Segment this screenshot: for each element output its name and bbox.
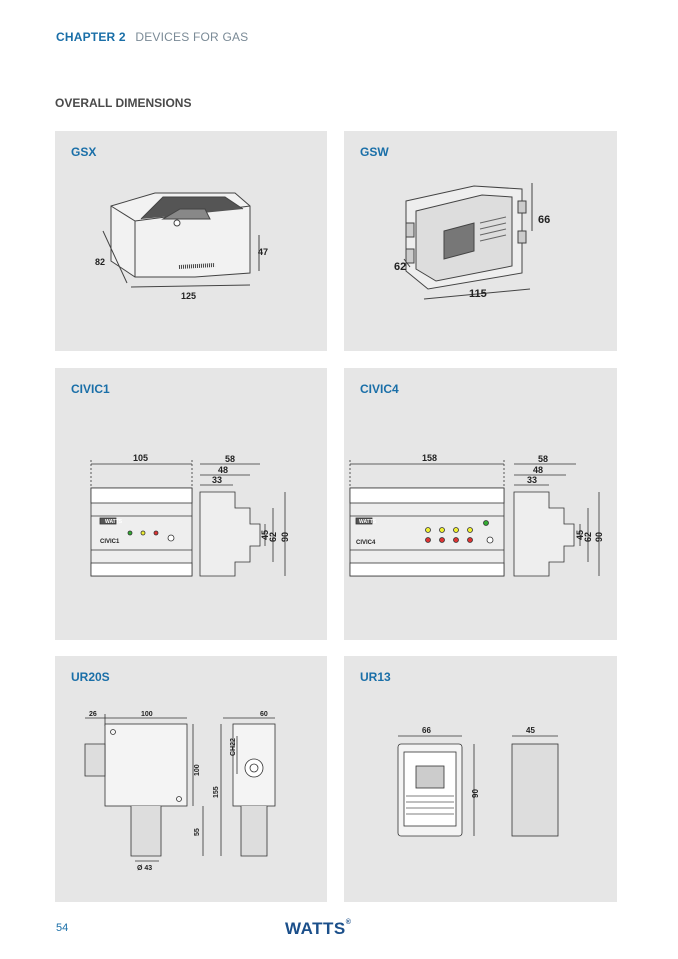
civic4-dim-58: 58 — [538, 454, 548, 464]
ur20s-dim-100-height: 100 — [194, 764, 201, 776]
ur20s-dim-ch22: CH22 — [230, 738, 237, 756]
panel-gsw: GSW 66 62 115 — [344, 131, 617, 351]
gsx-dim-width: 125 — [181, 291, 196, 301]
ur20s-dim-diameter: Ø 43 — [137, 865, 152, 872]
civic1-dim-33: 33 — [212, 475, 222, 485]
gsx-dim-height: 47 — [258, 247, 268, 257]
ur20s-dim-60: 60 — [260, 711, 268, 718]
panel-title-gsw: GSW — [360, 145, 389, 159]
panel-ur20s: UR20S 26 100 60 100 CH22 155 55 Ø 43 — [55, 656, 327, 902]
gsw-dim-width: 115 — [469, 288, 487, 300]
ur13-dim-depth: 45 — [526, 726, 535, 735]
panel-title-gsx: GSX — [71, 145, 97, 159]
civic1-brand: WATTS — [105, 519, 123, 525]
panel-civic4: CIVIC4 158 58 48 33 45 — [344, 368, 617, 640]
gsx-drawing: 82 47 125 — [95, 192, 268, 301]
ur20s-dim-55: 55 — [194, 828, 201, 836]
gsw-dim-depth: 62 — [394, 261, 406, 273]
civic4-dim-90: 90 — [594, 532, 604, 542]
gsw-dim-height: 66 — [538, 214, 550, 226]
civic4-dim-62: 62 — [583, 532, 593, 542]
ur20s-drawing: 26 100 60 100 CH22 155 55 Ø 43 — [84, 711, 276, 872]
civic1-dim-45: 45 — [260, 530, 270, 540]
civic4-device-label: CIVIC4 — [356, 540, 376, 546]
logo-text: WATTS — [285, 919, 346, 938]
civic4-dim-48: 48 — [533, 465, 543, 475]
chapter-label: CHAPTER 2 — [56, 30, 126, 44]
gsx-dim-depth: 82 — [95, 257, 105, 267]
panel-civic1: CIVIC1 105 58 48 33 45 62 90 — [55, 368, 327, 640]
section-title: OVERALL DIMENSIONS — [55, 96, 192, 110]
civic4-dim-width: 158 — [422, 453, 437, 463]
panel-title-civic4: CIVIC4 — [360, 382, 399, 396]
civic4-dim-45: 45 — [575, 530, 585, 540]
panel-title-ur20s: UR20S — [71, 670, 110, 684]
ur13-drawing: 66 45 90 — [397, 726, 559, 837]
civic1-dim-90: 90 — [280, 532, 290, 542]
civic4-brand: WATTS — [359, 519, 377, 525]
panel-title-ur13: UR13 — [360, 670, 391, 684]
ur20s-dim-26: 26 — [89, 711, 97, 718]
chapter-header: CHAPTER 2 DEVICES FOR GAS — [56, 30, 248, 44]
civic4-dim-33: 33 — [527, 475, 537, 485]
civic1-dim-width: 105 — [133, 453, 148, 463]
ur13-dim-height: 90 — [471, 789, 480, 798]
page-number: 54 — [56, 922, 69, 934]
panel-title-civic1: CIVIC1 — [71, 382, 110, 396]
civic1-drawing: 105 58 48 33 45 62 90 CIVIC1 WATTS — [90, 453, 290, 577]
ur20s-dim-155: 155 — [213, 786, 220, 798]
civic1-dim-62: 62 — [268, 532, 278, 542]
panel-gsx: GSX 82 47 125 — [55, 131, 327, 351]
panel-ur13: UR13 66 45 90 — [344, 656, 617, 902]
chapter-subtitle: DEVICES FOR GAS — [135, 30, 249, 44]
civic1-dim-48: 48 — [218, 465, 228, 475]
watts-logo: WATTS® — [285, 919, 351, 939]
civic1-dim-58: 58 — [225, 454, 235, 464]
logo-registered-mark: ® — [345, 919, 352, 926]
gsw-drawing: 66 62 115 — [394, 183, 550, 300]
civic4-drawing: 158 58 48 33 45 62 90 CIVIC4 WATTS — [349, 453, 604, 577]
civic1-device-label: CIVIC1 — [100, 539, 120, 545]
ur20s-dim-100-width: 100 — [141, 711, 153, 718]
ur13-dim-width: 66 — [422, 726, 431, 735]
